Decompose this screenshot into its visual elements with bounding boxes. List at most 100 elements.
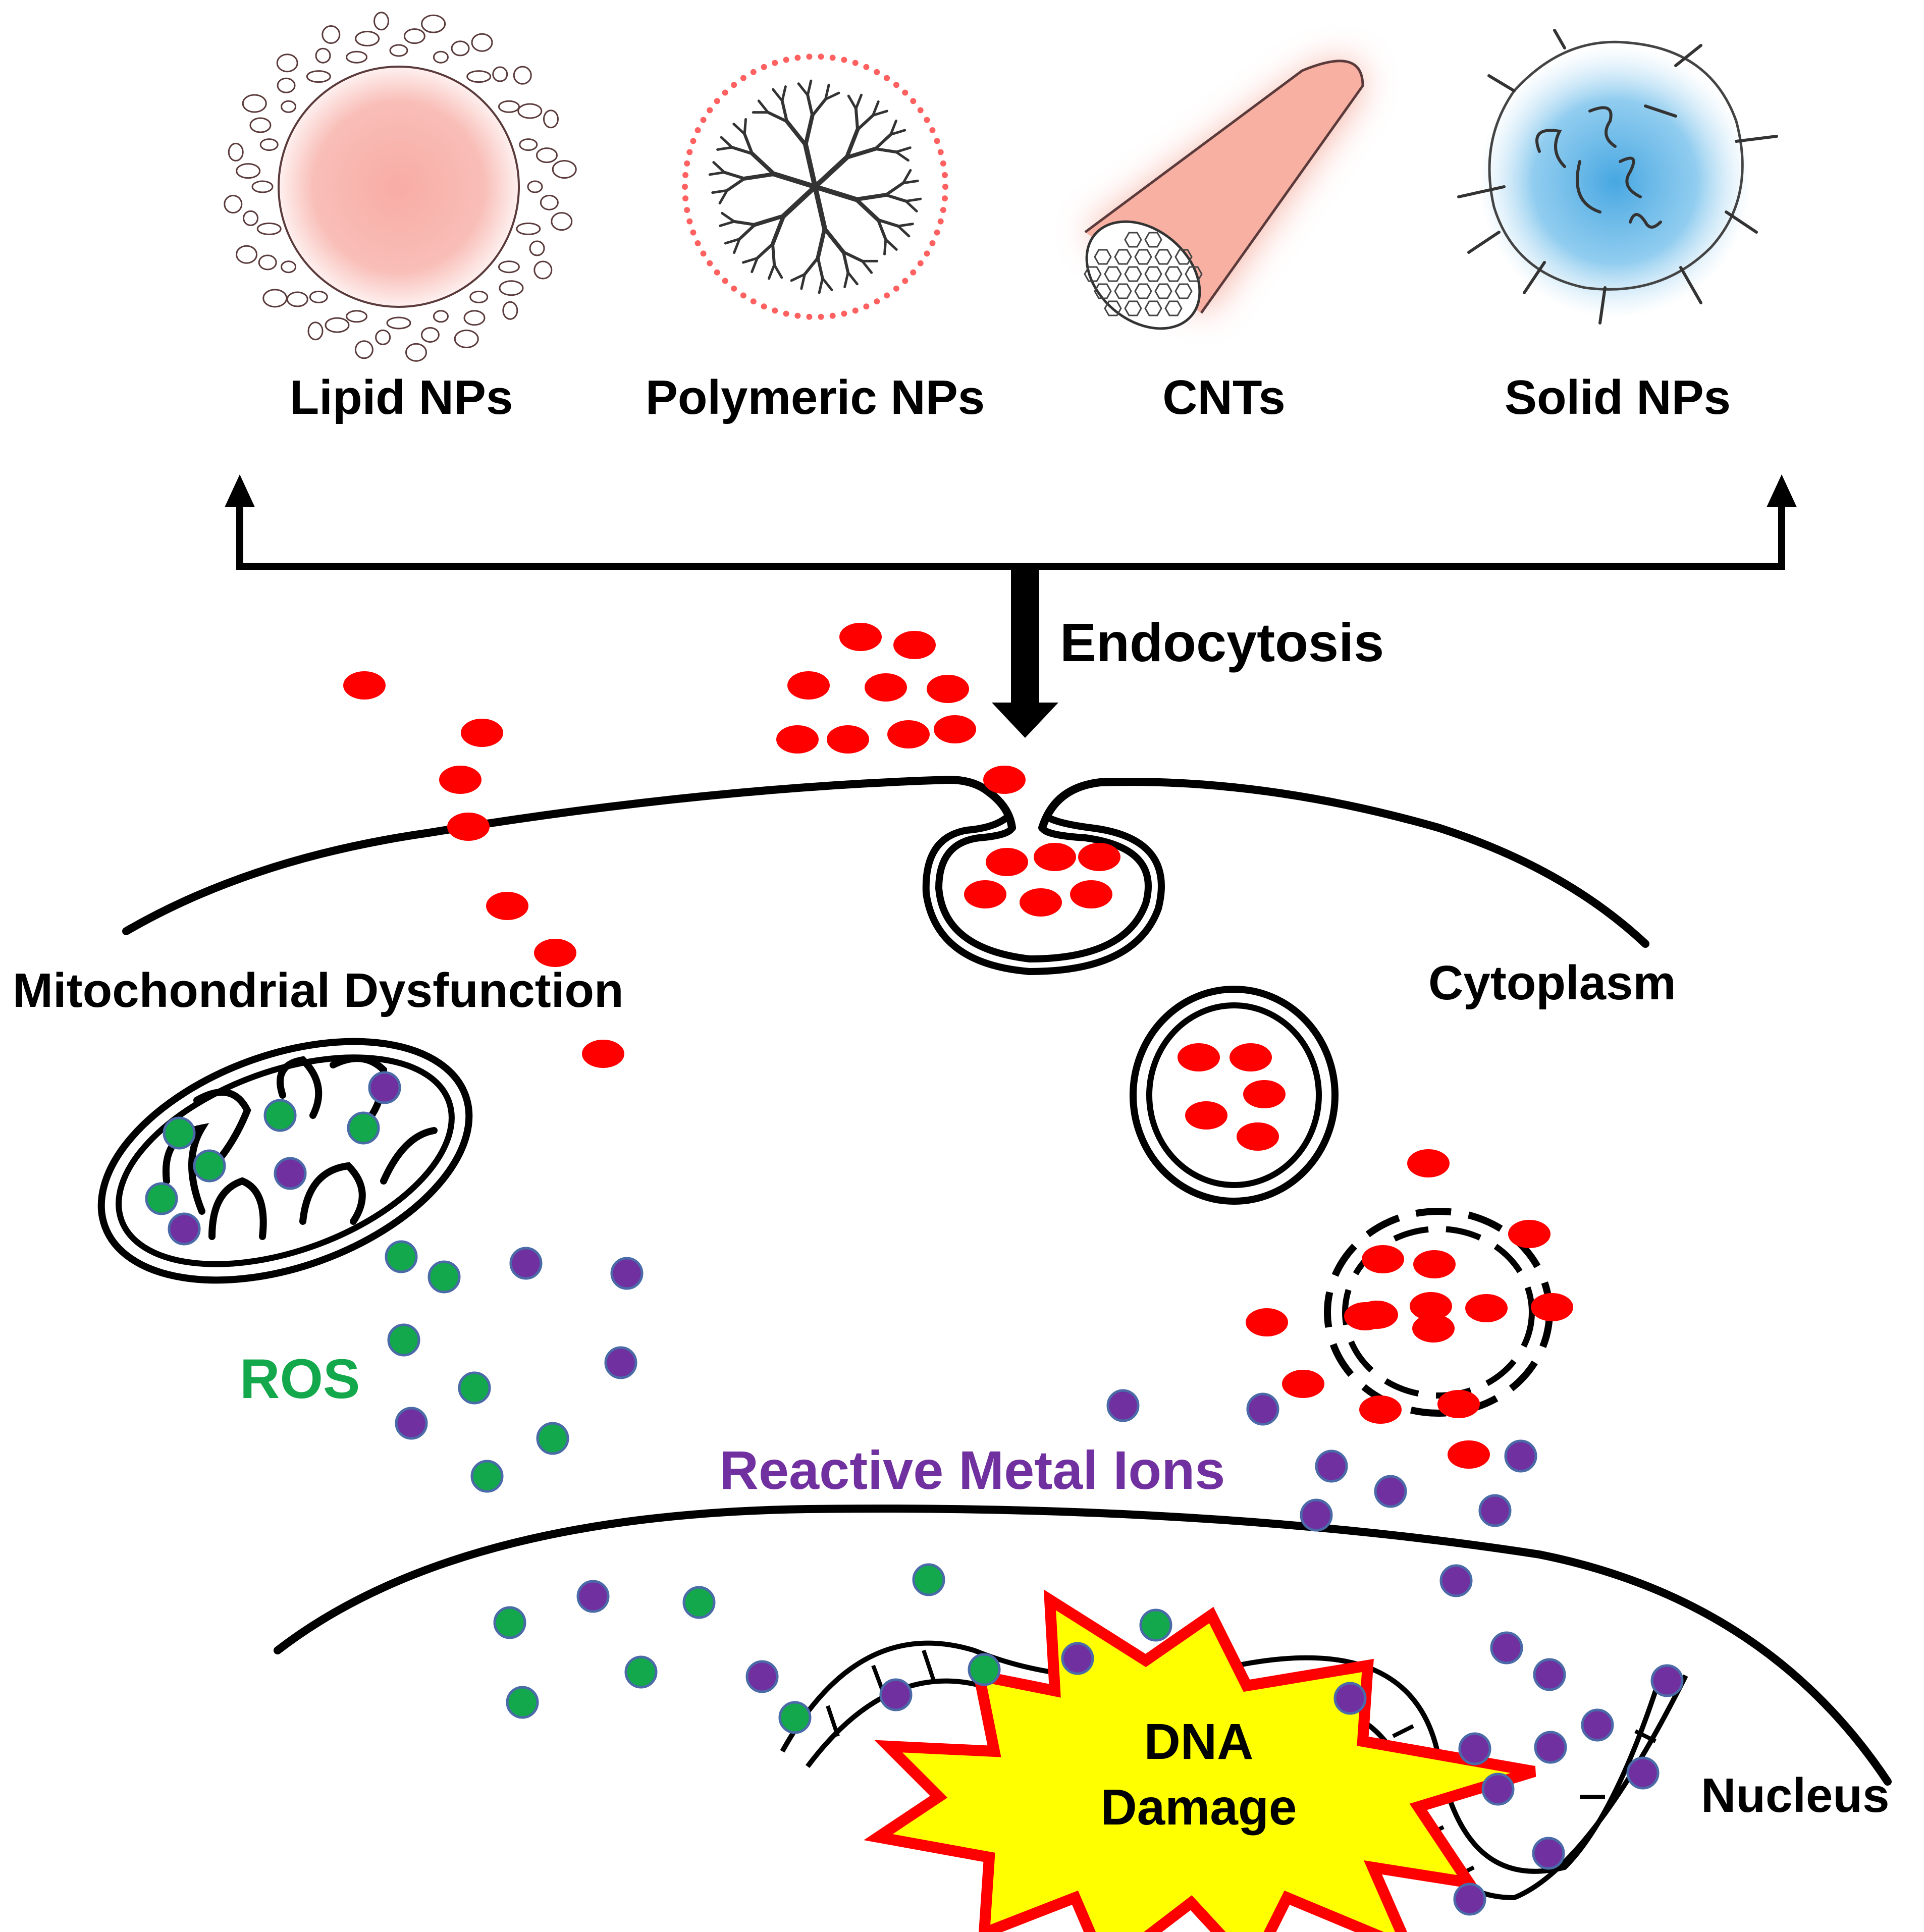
metal-ion-dot — [1490, 1631, 1523, 1665]
nanoparticle-dot — [1448, 1440, 1490, 1469]
nanoparticle-dot — [1185, 1101, 1227, 1130]
nanoparticle-dot — [1531, 1293, 1573, 1321]
ros-dot — [193, 1149, 226, 1183]
ros-dot — [263, 1099, 297, 1132]
nanoparticle-dot — [1407, 1149, 1450, 1177]
ros-label: ROS — [240, 1348, 360, 1410]
right-up-arrow-icon — [1767, 474, 1797, 507]
metal-ion-dot — [1504, 1439, 1537, 1473]
metal-ion-dot — [1374, 1475, 1407, 1508]
cell-membrane — [122, 775, 1649, 948]
nanoparticle-dot — [1243, 1080, 1286, 1108]
nanoparticle-dot — [1413, 1250, 1456, 1278]
metal-ion-dot — [745, 1660, 779, 1693]
nanoparticle-dot — [447, 813, 490, 841]
solid-np-label: Solid NPs — [1505, 370, 1731, 424]
mitochondrion-icon — [97, 1038, 473, 1284]
metal-ion-dot — [1534, 1731, 1567, 1764]
nanoparticle-dot — [776, 725, 819, 754]
ros-dot — [387, 1323, 420, 1357]
intracellular-vesicle — [1130, 986, 1339, 1205]
nanoparticle-dot — [983, 766, 1026, 794]
nanoparticle-dot — [534, 939, 576, 967]
metal-ion-dot — [395, 1407, 428, 1440]
ros-dot — [682, 1586, 716, 1619]
metal-ion-dot — [1439, 1564, 1473, 1597]
damage-burst-icon — [864, 1589, 1536, 1932]
nanoparticle-dot — [865, 673, 907, 702]
ros-dot — [536, 1422, 569, 1455]
metal-ion-dot — [368, 1071, 401, 1104]
dna-damage-label-line1: DNA — [1144, 1713, 1254, 1770]
nanoparticle-dot — [787, 671, 830, 700]
ros-dot — [506, 1686, 539, 1719]
nanoparticle-dot — [1070, 880, 1112, 908]
nanoparticle-dot — [927, 675, 969, 703]
metal-ion-dot — [1333, 1682, 1367, 1715]
nanoparticle-dot — [1508, 1220, 1551, 1248]
nanoparticle-dot — [1410, 1292, 1452, 1320]
nanoparticle-dot — [486, 892, 528, 920]
cytoplasm-label: Cytoplasm — [1428, 956, 1676, 1010]
nanoparticle-dot — [439, 766, 482, 794]
nanoparticle-dot — [986, 848, 1028, 876]
metal-ion-dot — [1481, 1773, 1515, 1806]
ros-dot — [778, 1701, 812, 1734]
polymeric-np-label: Polymeric NPs — [646, 370, 985, 424]
solid-nanoparticle-icon — [1457, 29, 1778, 325]
metal-ion-dot — [1581, 1708, 1614, 1742]
nanoparticle-dot — [1282, 1370, 1324, 1398]
reactive-metal-ions-label: Reactive Metal Ions — [719, 1439, 1225, 1500]
nanoparticle-dot — [1344, 1302, 1386, 1330]
nanoparticle-dot — [839, 623, 882, 651]
ros-dot — [1139, 1608, 1172, 1642]
metal-ion-dot — [604, 1346, 637, 1379]
nanoparticle-dot — [1237, 1122, 1279, 1151]
nanoparticle-dot — [1465, 1294, 1508, 1322]
metal-ion-dot — [1246, 1392, 1279, 1426]
lipid-nanoparticle-icon — [224, 12, 577, 362]
ros-dots — [145, 1099, 1172, 1734]
metal-ion-dots — [168, 1071, 1684, 1916]
ros-dot — [385, 1240, 418, 1273]
ros-dot — [912, 1563, 945, 1596]
dendrimer-nanoparticle-icon — [682, 53, 948, 320]
nanoparticle-dot — [1230, 1043, 1272, 1071]
nanoparticle-dot — [461, 719, 503, 747]
metal-ion-dot — [509, 1247, 543, 1280]
left-up-arrow-icon — [225, 474, 255, 507]
nucleus-label: Nucleus — [1701, 1768, 1889, 1822]
nanoparticle-dot — [1034, 843, 1076, 871]
nanoparticle-dot — [964, 880, 1006, 908]
nanoparticle-dot — [582, 1040, 624, 1068]
nanoparticle-dot — [1078, 843, 1120, 871]
ros-dot — [968, 1653, 1001, 1686]
distribution-bracket — [236, 507, 1785, 570]
ros-dot — [458, 1371, 491, 1405]
nanoparticle-dot — [1437, 1390, 1480, 1418]
metal-ion-dot — [1478, 1494, 1512, 1527]
cnts-label: CNTs — [1162, 370, 1286, 424]
nanoparticle-dot — [343, 671, 386, 700]
metal-ion-dot — [1106, 1389, 1140, 1422]
ros-dot — [347, 1111, 380, 1145]
endocytosis-label: Endocytosis — [1060, 612, 1384, 673]
carbon-nanotube-icon — [1084, 60, 1364, 330]
nanoparticle-dot — [887, 720, 930, 748]
endocytic-vesicle — [922, 812, 1165, 976]
nuclear-membrane — [274, 1505, 1892, 1786]
metal-ion-dot — [610, 1257, 644, 1290]
metal-ion-dot — [1533, 1658, 1566, 1691]
metal-ion-dot — [1626, 1756, 1660, 1790]
endocytosis-arrow-icon — [992, 566, 1058, 738]
nanoparticle-dot — [893, 631, 936, 659]
ros-dot — [145, 1182, 178, 1215]
metal-ion-dot — [879, 1678, 913, 1711]
nanoparticle-dots — [343, 623, 1573, 1469]
metal-ion-dot — [1300, 1498, 1333, 1532]
metal-ion-dot — [168, 1212, 201, 1246]
ros-dot — [624, 1655, 658, 1689]
nanoparticle-dot — [1412, 1314, 1455, 1343]
metal-ion-dot — [1650, 1664, 1684, 1697]
